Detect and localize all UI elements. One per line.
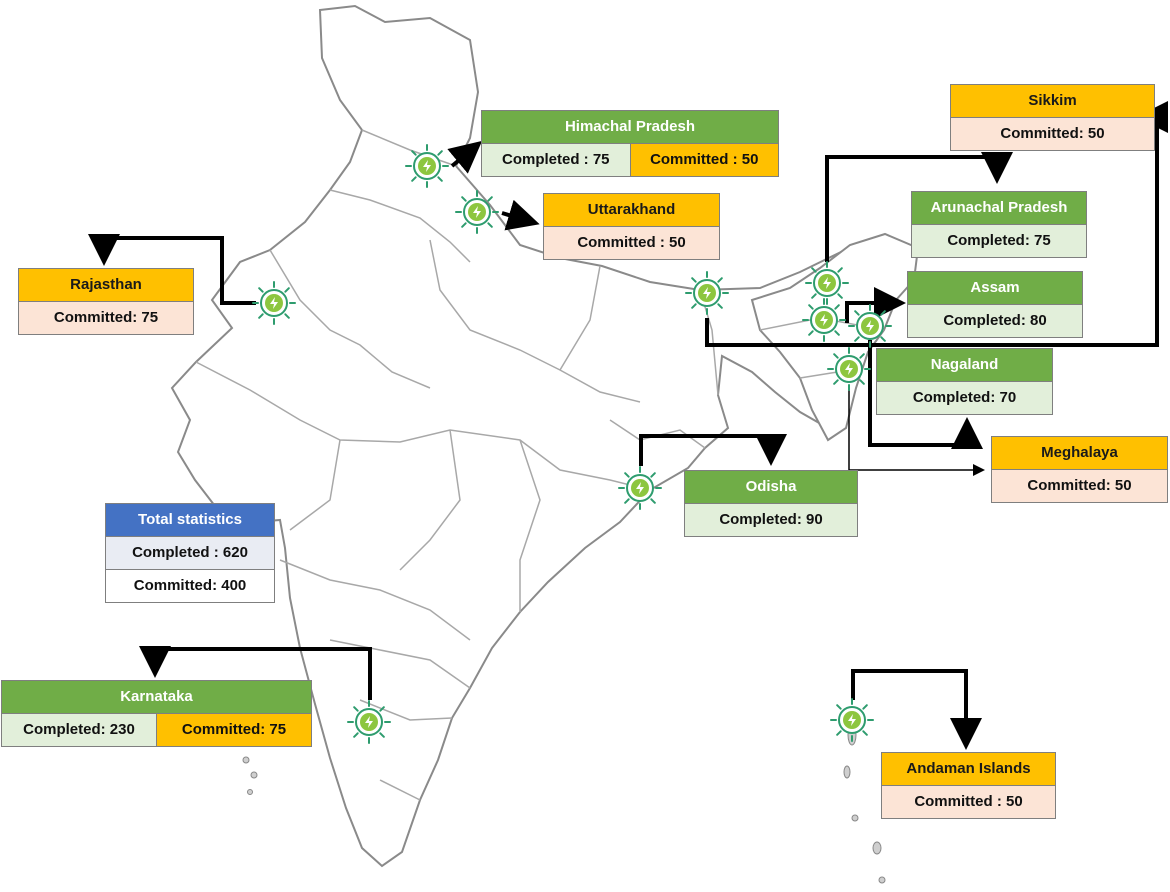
assam-box: Assam Completed: 80	[907, 271, 1083, 338]
total-statistics-box: Total statistics Completed : 620 Committ…	[105, 503, 275, 603]
connector-himachal	[447, 140, 483, 174]
sikkim-committed: Committed: 50	[951, 118, 1154, 150]
karnataka-box: Karnataka Completed: 230 Committed: 75	[1, 680, 312, 747]
odisha-title: Odisha	[685, 471, 857, 504]
connector-arunachal	[825, 152, 1013, 262]
himachal-pradesh-committed: Committed : 50	[629, 144, 778, 176]
himachal-pradesh-completed: Completed : 75	[482, 144, 630, 176]
andaman-islands	[843, 724, 886, 884]
lakshadweep-islands	[242, 756, 258, 795]
rajasthan-box: Rajasthan Committed: 75	[18, 268, 194, 335]
andaman-islands-box: Andaman Islands Committed : 50	[881, 752, 1056, 819]
connector-rajasthan	[88, 234, 256, 305]
arunachal-pradesh-completed: Completed: 75	[912, 225, 1086, 257]
sikkim-title: Sikkim	[951, 85, 1154, 118]
ev-charging-icon-karnataka	[347, 700, 391, 744]
ev-charging-icon-uttarakhand	[455, 190, 499, 234]
arunachal-pradesh-title: Arunachal Pradesh	[912, 192, 1086, 225]
charging-stations	[252, 144, 892, 744]
ev-charging-icon-assam-b	[848, 304, 892, 348]
uttarakhand-title: Uttarakhand	[544, 194, 719, 227]
karnataka-completed: Completed: 230	[2, 714, 156, 746]
ev-charging-icon-sikkim	[685, 271, 729, 315]
odisha-box: Odisha Completed: 90	[684, 470, 858, 537]
nagaland-title: Nagaland	[877, 349, 1052, 382]
himachal-pradesh-box: Himachal Pradesh Completed : 75 Committe…	[481, 110, 779, 177]
connector-andaman	[851, 669, 982, 750]
nagaland-box: Nagaland Completed: 70	[876, 348, 1053, 415]
state-borders	[195, 129, 885, 801]
ev-charging-icon-odisha	[618, 466, 662, 510]
meghalaya-title: Meghalaya	[992, 437, 1167, 470]
total-statistics-title: Total statistics	[106, 504, 274, 537]
ev-charging-icon-andaman	[830, 698, 874, 742]
ev-charging-icon-arunachal	[805, 261, 849, 305]
connector-nagaland	[868, 340, 983, 449]
uttarakhand-box: Uttarakhand Committed : 50	[543, 193, 720, 260]
ev-charging-icon-rajasthan	[252, 281, 296, 325]
connector-assam	[845, 287, 906, 323]
connector-uttarakhand	[501, 199, 540, 231]
odisha-completed: Completed: 90	[685, 504, 857, 536]
ev-charging-icon-himachal	[405, 144, 449, 188]
meghalaya-committed: Committed: 50	[992, 470, 1167, 502]
total-committed: Committed: 400	[106, 570, 274, 602]
andaman-islands-committed: Committed : 50	[882, 786, 1055, 818]
sikkim-box: Sikkim Committed: 50	[950, 84, 1155, 151]
connector-karnataka	[139, 646, 372, 700]
ev-charging-icon-nagaland	[827, 347, 871, 391]
ev-charging-icon-assam-a	[802, 298, 846, 342]
total-completed: Completed : 620	[106, 537, 274, 569]
arunachal-pradesh-box: Arunachal Pradesh Completed: 75	[911, 191, 1087, 258]
meghalaya-box: Meghalaya Committed: 50	[991, 436, 1168, 503]
nagaland-completed: Completed: 70	[877, 382, 1052, 414]
uttarakhand-committed: Committed : 50	[544, 227, 719, 259]
northeast-outline	[750, 232, 920, 442]
assam-title: Assam	[908, 272, 1082, 305]
rajasthan-committed: Committed: 75	[19, 302, 193, 334]
karnataka-committed: Committed: 75	[156, 714, 311, 746]
rajasthan-title: Rajasthan	[19, 269, 193, 302]
andaman-islands-title: Andaman Islands	[882, 753, 1055, 786]
assam-completed: Completed: 80	[908, 305, 1082, 337]
karnataka-title: Karnataka	[2, 681, 311, 714]
connector-odisha	[639, 434, 787, 466]
himachal-pradesh-title: Himachal Pradesh	[482, 111, 778, 144]
